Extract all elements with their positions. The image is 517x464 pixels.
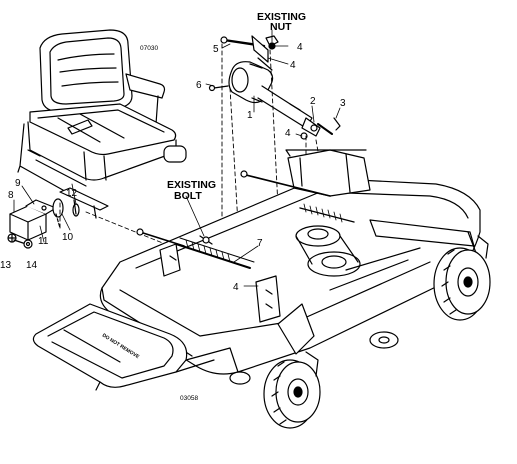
rear-rollers <box>229 331 399 385</box>
existing-nut-label-line1: EXISTING <box>257 11 306 23</box>
callout-7: 7 <box>257 238 263 249</box>
callout-1: 1 <box>247 110 253 121</box>
callout-12: 12 <box>66 188 78 199</box>
callout-3: 3 <box>340 98 346 109</box>
callout-labels: EXISTING NUT EXISTING BOLT 5 4 4 6 1 2 3… <box>0 11 346 293</box>
existing-nut-label-line2: NUT <box>270 21 292 33</box>
mower-figure-ref: 03058 <box>180 395 198 402</box>
callout-2: 2 <box>310 96 316 107</box>
callout-4-deck: 4 <box>233 282 239 293</box>
lift-actuator <box>208 35 341 140</box>
callout-9: 9 <box>15 178 21 189</box>
callout-leaders <box>13 29 341 287</box>
seat-assembly <box>17 29 187 219</box>
seat-figure-ref: 07030 <box>140 45 158 52</box>
deck-front-guard <box>32 303 239 391</box>
existing-bolt-label-line1: EXISTING <box>167 179 216 191</box>
callout-11: 11 <box>38 236 49 247</box>
front-left-wheel <box>263 351 321 429</box>
callout-14: 14 <box>26 260 38 271</box>
callout-4-clevis: 4 <box>285 128 291 139</box>
callout-13: 13 <box>0 260 12 271</box>
callout-5: 5 <box>213 44 219 55</box>
callout-6: 6 <box>196 80 202 91</box>
callout-4-nut: 4 <box>297 42 303 53</box>
callout-4-bracket: 4 <box>290 60 296 71</box>
callout-8: 8 <box>8 190 14 201</box>
callout-10: 10 <box>62 232 74 243</box>
front-right-wheel <box>433 235 491 321</box>
existing-bolt-label-line2: BOLT <box>174 190 202 202</box>
